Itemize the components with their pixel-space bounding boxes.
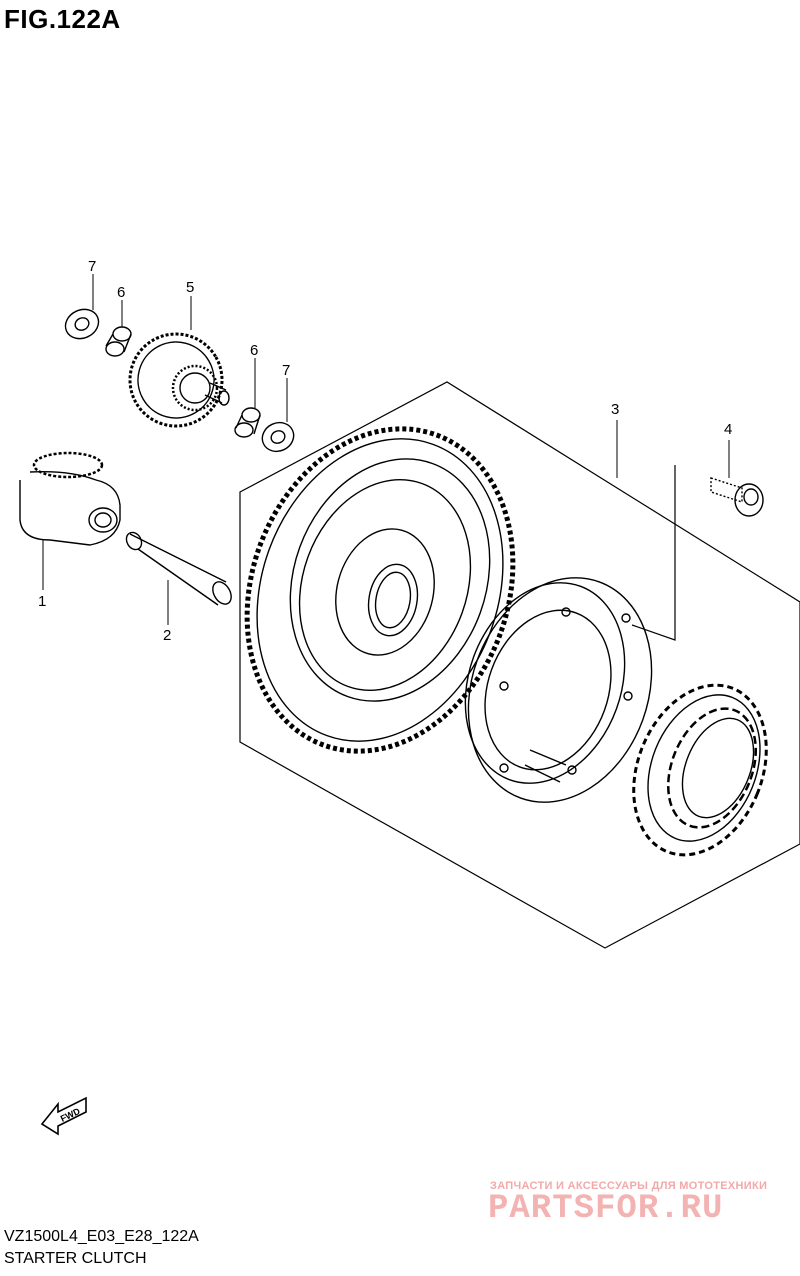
callout-5: 5 [186, 279, 194, 296]
one-way-clutch-part-3 [632, 683, 768, 857]
clutch-housing-part-3 [464, 577, 653, 803]
washer-part-7b [261, 421, 295, 453]
washer-part-7a [64, 308, 100, 340]
idle-gear-part-5 [128, 332, 230, 428]
watermark-tagline: ЗАПЧАСТИ И АКСЕССУАРЫ ДЛЯ МОТОТЕХНИКИ [490, 1180, 768, 1192]
bolt-part-4 [710, 477, 764, 517]
diagram-name: STARTER CLUTCH [4, 1250, 147, 1267]
callout-3: 3 [611, 401, 619, 418]
callout-1: 1 [38, 593, 46, 610]
watermark-logo: PARTSFOR.RU [488, 1190, 724, 1228]
ring-gear-part-3 [244, 426, 516, 754]
diagram-code: VZ1500L4_E03_E28_122A [4, 1228, 199, 1245]
fwd-arrow-icon: FWD [40, 1096, 87, 1136]
callout-6a: 6 [117, 284, 125, 301]
callout-7a: 7 [88, 258, 96, 275]
assembly-bracket [631, 465, 676, 641]
figure-title: FIG.122A [4, 4, 121, 34]
bushing-part-6b [234, 407, 261, 438]
assembly-outline [239, 381, 800, 949]
shaft-part-2 [125, 531, 232, 606]
callout-6b: 6 [250, 342, 258, 359]
callout-2: 2 [163, 627, 171, 644]
sleeve-gear-part-1 [19, 451, 121, 546]
bushing-part-6a [105, 326, 132, 357]
callout-4: 4 [724, 421, 732, 438]
callout-7b: 7 [282, 362, 290, 379]
